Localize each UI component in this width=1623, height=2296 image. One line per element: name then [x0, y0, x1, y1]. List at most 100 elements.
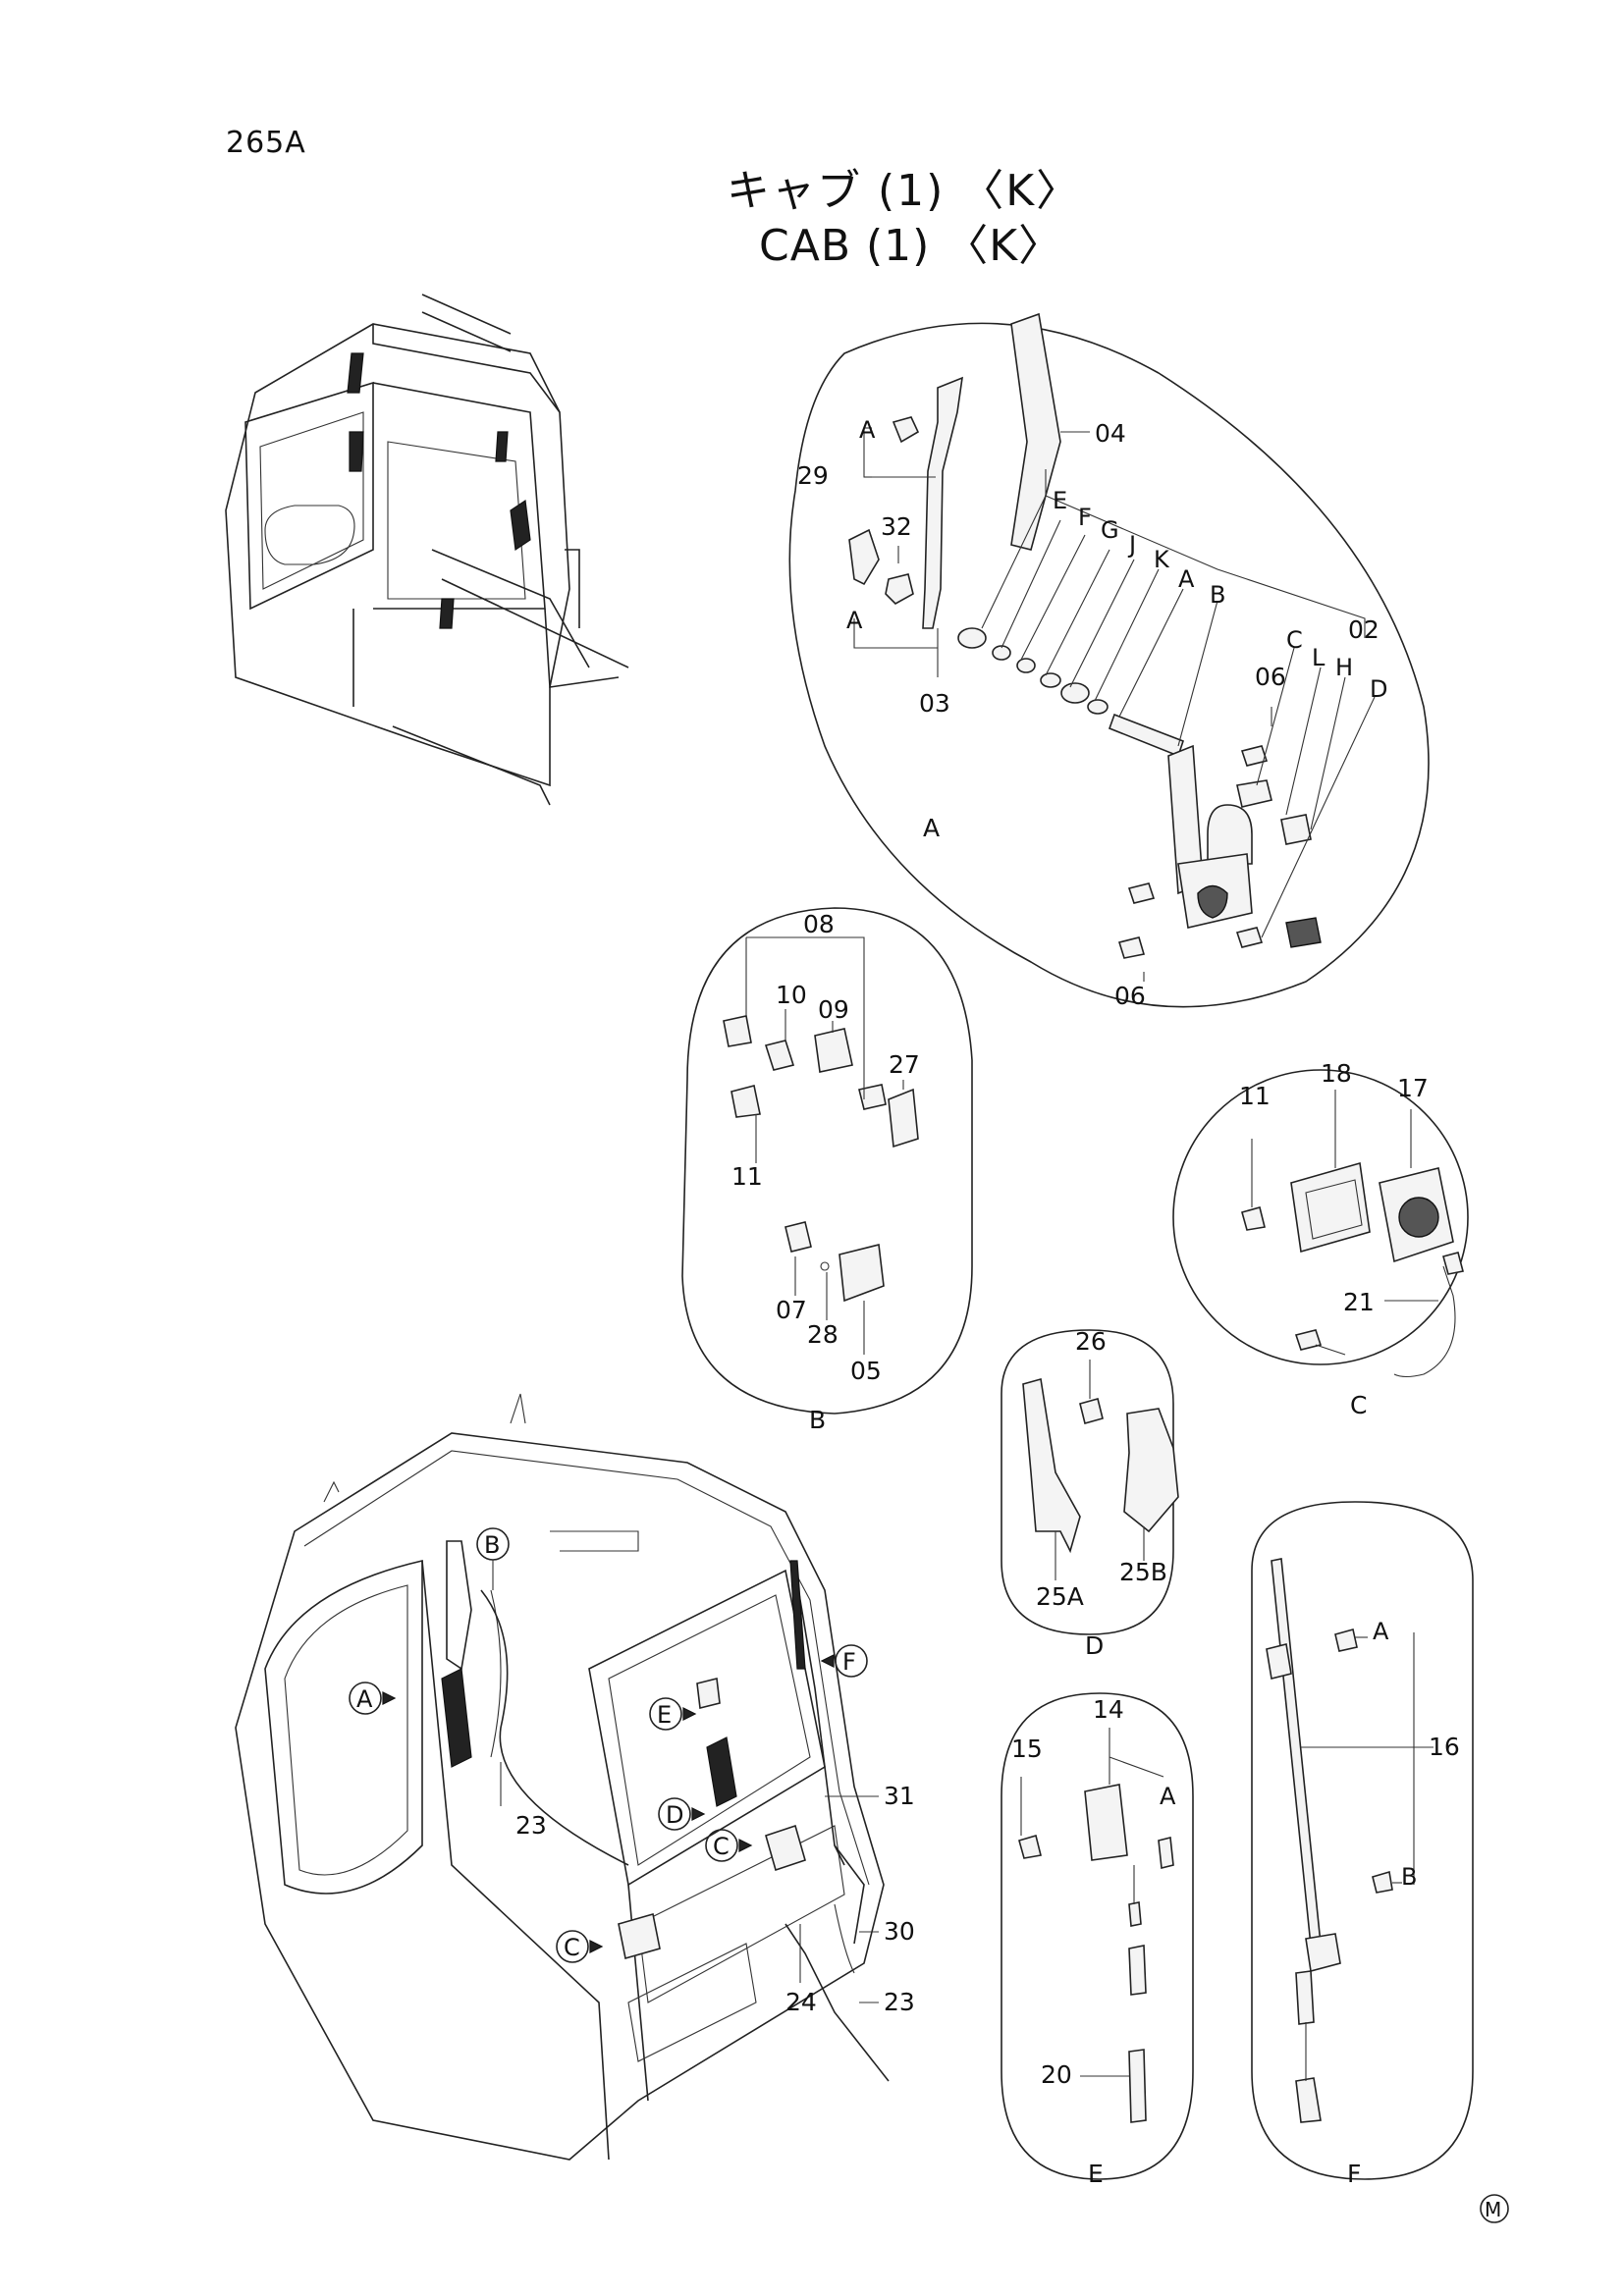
bolt-11 [730, 1085, 761, 1118]
lever-25a [1022, 1377, 1081, 1554]
ref-letter: A [1373, 1618, 1389, 1645]
bolt-left [1127, 882, 1156, 904]
connector [1285, 917, 1322, 948]
wiper-arm [922, 376, 963, 629]
speaker-right [765, 1824, 806, 1872]
part-label: 25A [1036, 1582, 1084, 1611]
manufacturer-mark: M [1480, 2194, 1509, 2223]
callout-bubble-e [649, 1697, 682, 1731]
callout-letter: C [713, 1833, 730, 1860]
antenna-base-14 [1084, 1784, 1128, 1861]
part-label: 11 [1239, 1082, 1271, 1110]
bolt-07 [784, 1221, 812, 1253]
part-label: 29 [797, 461, 829, 490]
callout-bubble-d [658, 1797, 691, 1831]
part-label: 24 [785, 1988, 817, 2016]
wiper-motor [1207, 804, 1253, 865]
ref-letter: A [859, 416, 876, 444]
part-label: 07 [776, 1296, 807, 1324]
view-label-a: A [923, 814, 940, 842]
pin-08 [723, 1015, 752, 1047]
ref-letter: L [1312, 644, 1325, 671]
main-cab-illustration: B A E F D C C 23 [235, 1393, 915, 2161]
wiper-shaft [1108, 713, 1185, 758]
ref-letter: B [1401, 1863, 1417, 1891]
part-label: 26 [1075, 1327, 1107, 1356]
part-label: 28 [807, 1320, 839, 1349]
part-label: 06 [1255, 663, 1286, 691]
wiper-assembly-main [441, 1668, 472, 1768]
bolt-26 [1079, 1398, 1104, 1424]
part-label: 10 [776, 981, 807, 1009]
callout-letter: D [666, 1801, 683, 1829]
detail-d-view: 26 25A 25B D [1001, 1327, 1179, 1660]
gasket-27 [888, 1088, 919, 1148]
part-label: 04 [1095, 419, 1126, 448]
part-label: 08 [803, 910, 835, 938]
speaker-left [618, 1912, 661, 1960]
title-english: CAB (1) 〈K〉 [759, 221, 1063, 271]
ref-letter: F [1078, 504, 1092, 531]
callout-bubble-c-right [705, 1829, 738, 1862]
holder-25b [1123, 1408, 1179, 1533]
ref-letter: J [1127, 531, 1136, 559]
view-label-e: E [1088, 2160, 1104, 2188]
bolt-a [1334, 1629, 1358, 1652]
room-lamp [696, 1678, 721, 1709]
wiper-cap [848, 528, 880, 586]
part-label: 18 [1321, 1059, 1352, 1088]
bolt-06-top [1240, 745, 1269, 767]
bolt-06-bottom [1117, 936, 1146, 959]
part-label: 31 [884, 1782, 915, 1810]
view-label-b: B [809, 1406, 826, 1434]
antenna-rod-20 [1128, 2049, 1147, 2123]
ref-letter: H [1335, 654, 1353, 681]
title-japanese: キャブ (1) 〈K〉 [727, 166, 1082, 216]
part-label: 23 [884, 1988, 915, 2016]
grease-nipple-10 [764, 1040, 795, 1071]
callout-letter: F [842, 1648, 856, 1676]
ref-letter: A [1160, 1783, 1176, 1810]
part-05 [839, 1244, 885, 1303]
part-label: 30 [884, 1917, 915, 1946]
part-label: 03 [919, 689, 950, 718]
part-label: 21 [1343, 1288, 1375, 1316]
view-label-d: D [1085, 1631, 1104, 1660]
part-label: 27 [889, 1050, 920, 1079]
part-label: 20 [1041, 2060, 1072, 2089]
detail-c-view: 11 18 17 21 C [1172, 1059, 1469, 1419]
part-label: 11 [731, 1162, 763, 1191]
part-label: 16 [1429, 1733, 1460, 1761]
detail-e-view: 14 15 20 A E [1001, 1692, 1194, 2188]
nut-32 [885, 573, 914, 605]
part-label: 06 [1114, 982, 1146, 1010]
overview-cab-illustration [225, 294, 629, 806]
part-label: 32 [881, 512, 912, 541]
bolt-15 [1018, 1834, 1042, 1859]
part-label: 25B [1119, 1558, 1167, 1586]
ref-letter: B [1210, 581, 1225, 609]
view-label-f: F [1347, 2160, 1361, 2188]
callout-letter: B [484, 1531, 500, 1559]
view-label-c: C [1350, 1391, 1367, 1419]
part-label: 02 [1348, 615, 1380, 644]
ref-letter: C [1286, 626, 1303, 654]
antenna-16 [1271, 1558, 1322, 1947]
mark-letter: M [1485, 2198, 1501, 2221]
ref-letter: G [1101, 516, 1119, 544]
callout-letter: A [356, 1685, 373, 1713]
part-label: 15 [1011, 1735, 1043, 1763]
detail-a-view: 04 29 32 03 06 06 02 A A E F G J K A B C… [788, 312, 1430, 1010]
part-label: 23 [515, 1811, 547, 1840]
ref-letter: D [1370, 675, 1387, 703]
ref-letter: K [1154, 546, 1170, 573]
part-label: 17 [1397, 1074, 1429, 1102]
detail-f-view: A B 16 F [1251, 1501, 1474, 2188]
ref-letter: E [1053, 487, 1067, 514]
callout-letter: C [564, 1934, 580, 1961]
part-label: 05 [850, 1357, 882, 1385]
callout-bubble-f [835, 1644, 868, 1678]
ref-letter: A [1178, 565, 1195, 593]
